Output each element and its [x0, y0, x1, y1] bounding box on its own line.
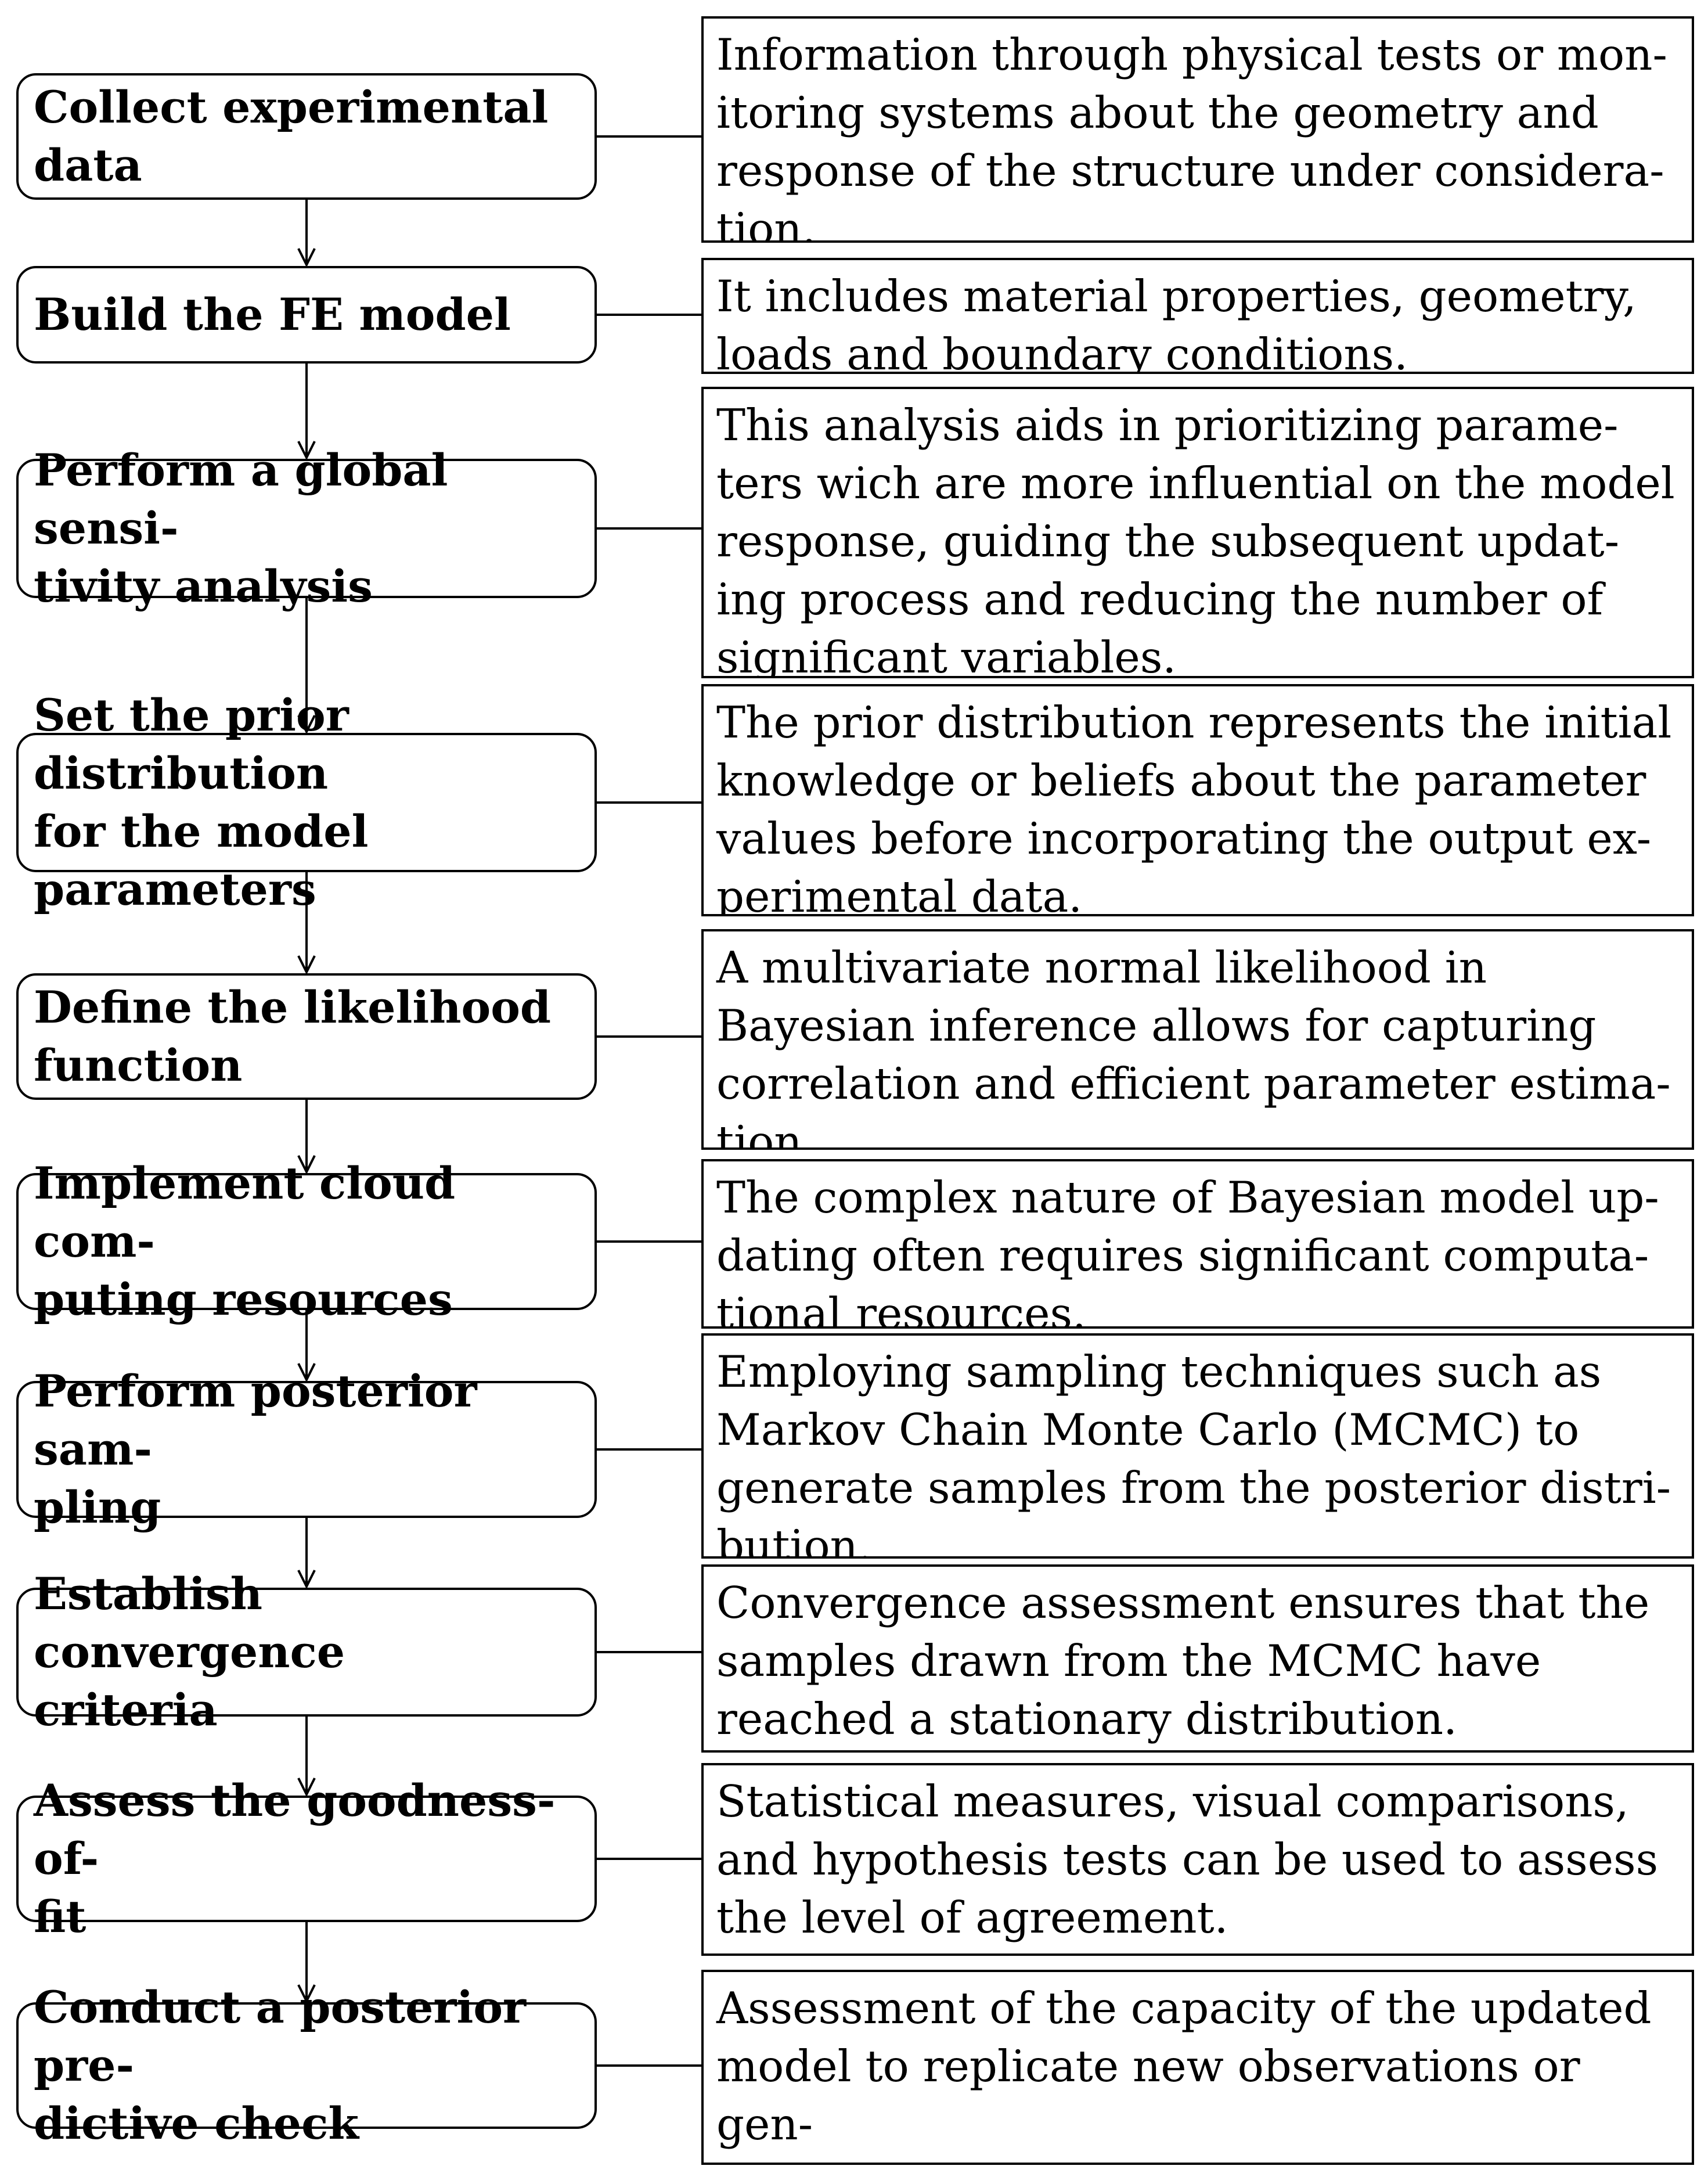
step-label: Implement cloud com- puting resources — [34, 1157, 456, 1325]
description-box-10: Assessment of the capacity of the update… — [701, 1970, 1694, 2165]
step-box-6: Implement cloud com- puting resources — [16, 1157, 597, 1325]
description-text: Convergence assessment ensures that the … — [716, 1577, 1650, 1744]
step-box-3: Perform a global sensi- tivity analysis — [16, 444, 597, 612]
flow-arrowhead-icon — [297, 1984, 316, 2004]
step-box-10: Conduct a posterior pre- dictive check — [16, 1981, 597, 2149]
step-label: Assess the goodness-of- fit — [34, 1775, 556, 1942]
description-box-1: Information through physical tests or mo… — [701, 16, 1694, 243]
description-text: Assessment of the capacity of the update… — [716, 1983, 1652, 2163]
flow-arrowhead-icon — [297, 1778, 316, 1797]
description-box-7: Employing sampling techniques such as Ma… — [701, 1333, 1694, 1559]
description-box-4: The prior distribution represents the in… — [701, 684, 1694, 916]
step-label: Define the likelihood function — [34, 981, 552, 1091]
step-box-9: Assess the goodness-of- fit — [16, 1775, 597, 1942]
step-label: Perform posterior sam- pling — [34, 1365, 477, 1533]
step-label: Conduct a posterior pre- dictive check — [34, 1981, 527, 2149]
description-text: Employing sampling techniques such as Ma… — [716, 1346, 1671, 1559]
step-label: Build the FE model — [34, 289, 511, 340]
flow-arrowhead-icon — [297, 715, 316, 735]
description-box-5: A multivariate normal likelihood in Baye… — [701, 929, 1694, 1150]
flow-arrowhead-icon — [297, 955, 316, 975]
step-label: Establish convergence criteria — [34, 1568, 345, 1736]
flow-arrowhead-icon — [297, 441, 316, 460]
description-box-2: It includes material properties, geometr… — [701, 258, 1694, 374]
flow-arrowhead-icon — [297, 1155, 316, 1175]
description-text: A multivariate normal likelihood in Baye… — [716, 942, 1671, 1150]
step-label: Perform a global sensi- tivity analysis — [34, 444, 448, 612]
flow-arrowhead-icon — [297, 1363, 316, 1383]
step-box-1: Collect experimental data — [16, 73, 597, 200]
step-box-2: Build the FE model — [16, 266, 597, 364]
description-text: Statistical measures, visual comparisons… — [716, 1776, 1659, 1943]
step-box-4: Set the prior distribution for the model… — [16, 689, 597, 915]
description-box-6: The complex nature of Bayesian model up-… — [701, 1159, 1694, 1329]
description-text: The complex nature of Bayesian model up-… — [716, 1172, 1659, 1329]
description-box-9: Statistical measures, visual comparisons… — [701, 1763, 1694, 1956]
description-text: The prior distribution represents the in… — [716, 697, 1672, 916]
step-box-7: Perform posterior sam- pling — [16, 1365, 597, 1533]
flow-arrowhead-icon — [297, 1570, 316, 1589]
flow-arrowhead-icon — [297, 248, 316, 268]
step-box-8: Establish convergence criteria — [16, 1568, 597, 1736]
description-text: This analysis aids in prioritizing param… — [716, 400, 1675, 678]
step-label: Collect experimental data — [34, 81, 549, 191]
description-text: It includes material properties, geometr… — [716, 271, 1637, 374]
step-label: Set the prior distribution for the model… — [34, 689, 369, 915]
description-box-8: Convergence assessment ensures that the … — [701, 1564, 1694, 1753]
description-box-3: This analysis aids in prioritizing param… — [701, 387, 1694, 678]
description-text: Information through physical tests or mo… — [716, 29, 1667, 243]
step-box-5: Define the likelihood function — [16, 973, 597, 1100]
